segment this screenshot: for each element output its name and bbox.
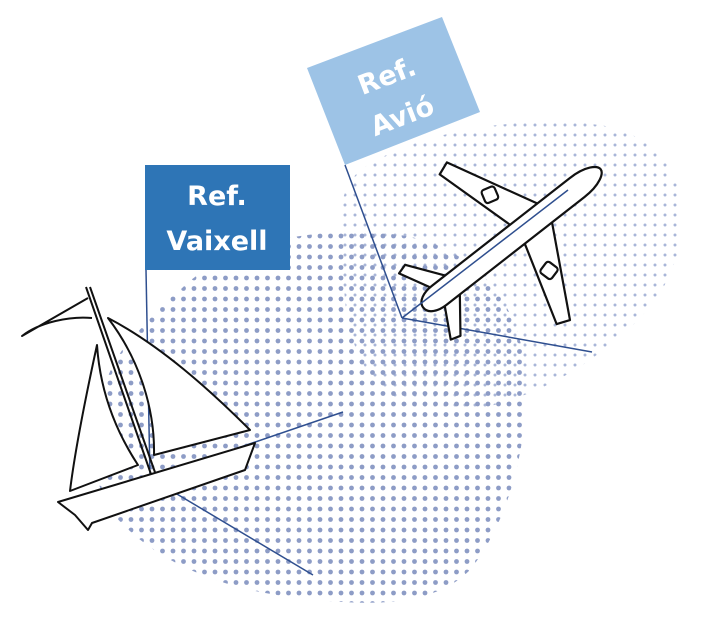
plane-axis-y [401, 317, 593, 353]
plane-reference-flag [307, 17, 480, 165]
boat-halftone-area [93, 232, 526, 603]
airplane-icon [397, 161, 603, 341]
sailboat-icon [21, 286, 256, 531]
boat-label-line1: Ref. [187, 181, 247, 212]
boat-reference-flag [145, 165, 290, 270]
plane-flag-pole [344, 164, 403, 319]
boat-label-line2: Vaixell [166, 226, 267, 257]
plane-axis-x [401, 189, 569, 319]
